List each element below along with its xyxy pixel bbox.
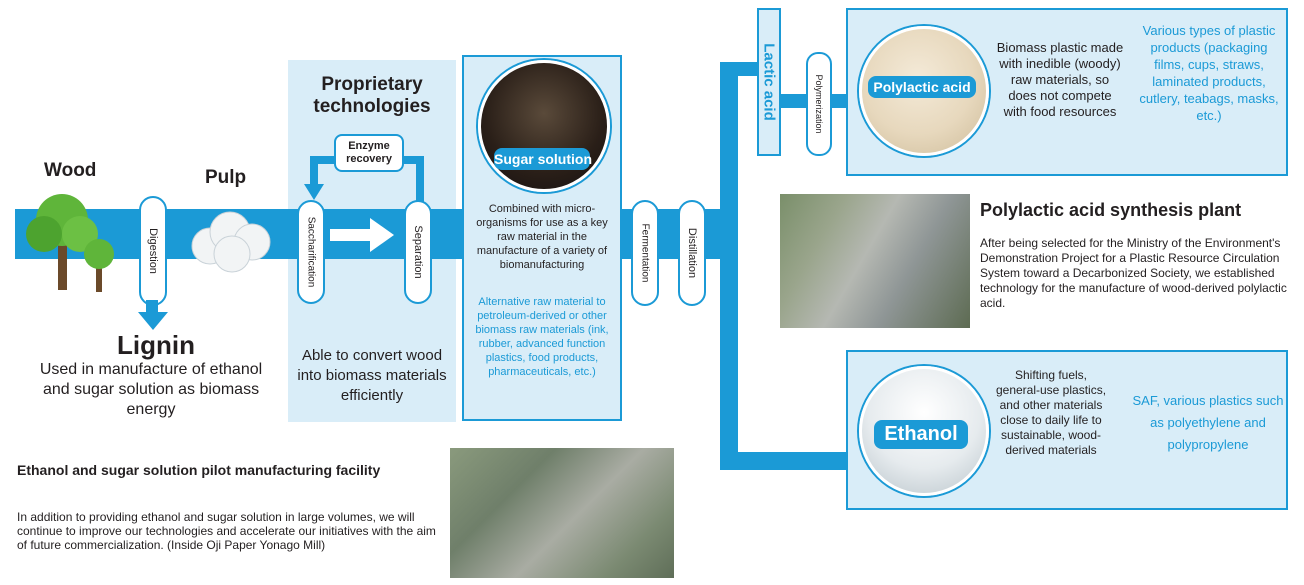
proprietary-desc: Able to convert wood into biomass materi…: [297, 347, 447, 404]
wood-title: Wood: [44, 160, 97, 181]
vertical-connector: [720, 62, 738, 470]
lignin-title: Lignin: [117, 330, 195, 360]
ethanol-desc: Shifting fuels, general-use plastics, an…: [995, 368, 1107, 457]
plant-title: Polylactic acid synthesis plant: [980, 200, 1242, 220]
polymerization-step: Polymerization: [806, 52, 832, 156]
pulp-title: Pulp: [205, 167, 247, 188]
sugar-label: Sugar solution: [494, 148, 592, 170]
polymerization-label: Polymerization: [814, 74, 824, 134]
pla-products: Various types of plastic products (packa…: [1139, 23, 1279, 123]
lactic-acid-label: Lactic acid: [760, 43, 778, 121]
facility-title: Ethanol and sugar solution pilot manufac…: [17, 462, 381, 478]
plant-photo: [780, 194, 970, 328]
pla-desc: Biomass plastic made with inedible (wood…: [996, 40, 1124, 119]
pla-label: Polylactic acid: [868, 76, 976, 98]
digestion-step: Digestion: [139, 196, 167, 306]
proprietary-title: Proprietary technologies: [313, 74, 431, 117]
tree-icon: [26, 194, 114, 292]
separation-label: Separation: [412, 225, 424, 279]
distillation-label: Distillation: [686, 227, 698, 279]
facility-desc: In addition to providing ethanol and sug…: [17, 510, 436, 552]
connector-to-ethanol: [720, 452, 850, 470]
lignin-arrow-shaft: [146, 300, 158, 314]
right-arrow-icon: [330, 218, 394, 252]
digestion-label: Digestion: [147, 228, 159, 274]
facility-photo: [450, 448, 674, 578]
sugar-desc: Combined with micro-organisms for use as…: [476, 203, 608, 271]
sugar-alt: Alternative raw material to petroleum-de…: [475, 296, 609, 378]
plant-desc: After being selected for the Ministry of…: [980, 236, 1287, 310]
lactic-acid-bar: Lactic acid: [757, 8, 781, 156]
enzyme-recovery-box: Enzyme recovery: [334, 134, 404, 172]
fermentation-label: Fermentation: [639, 223, 651, 283]
sugar-photo: [478, 60, 610, 192]
saccharification-label: Saccharification: [305, 216, 317, 288]
down-arrow-icon: [138, 312, 168, 330]
connector-to-lactic: [720, 62, 760, 76]
distillation-step: Distillation: [678, 200, 706, 306]
fermentation-step: Fermentation: [631, 200, 659, 306]
lignin-desc: Used in manufacture of ethanol and sugar…: [39, 361, 263, 418]
ethanol-label: Ethanol: [874, 420, 968, 449]
saccharification-step: Saccharification: [297, 200, 325, 304]
ethanol-products: SAF, various plastics such as polyethyle…: [1132, 393, 1284, 452]
separation-step: Separation: [404, 200, 432, 304]
pulp-cloud-icon: [191, 211, 271, 273]
